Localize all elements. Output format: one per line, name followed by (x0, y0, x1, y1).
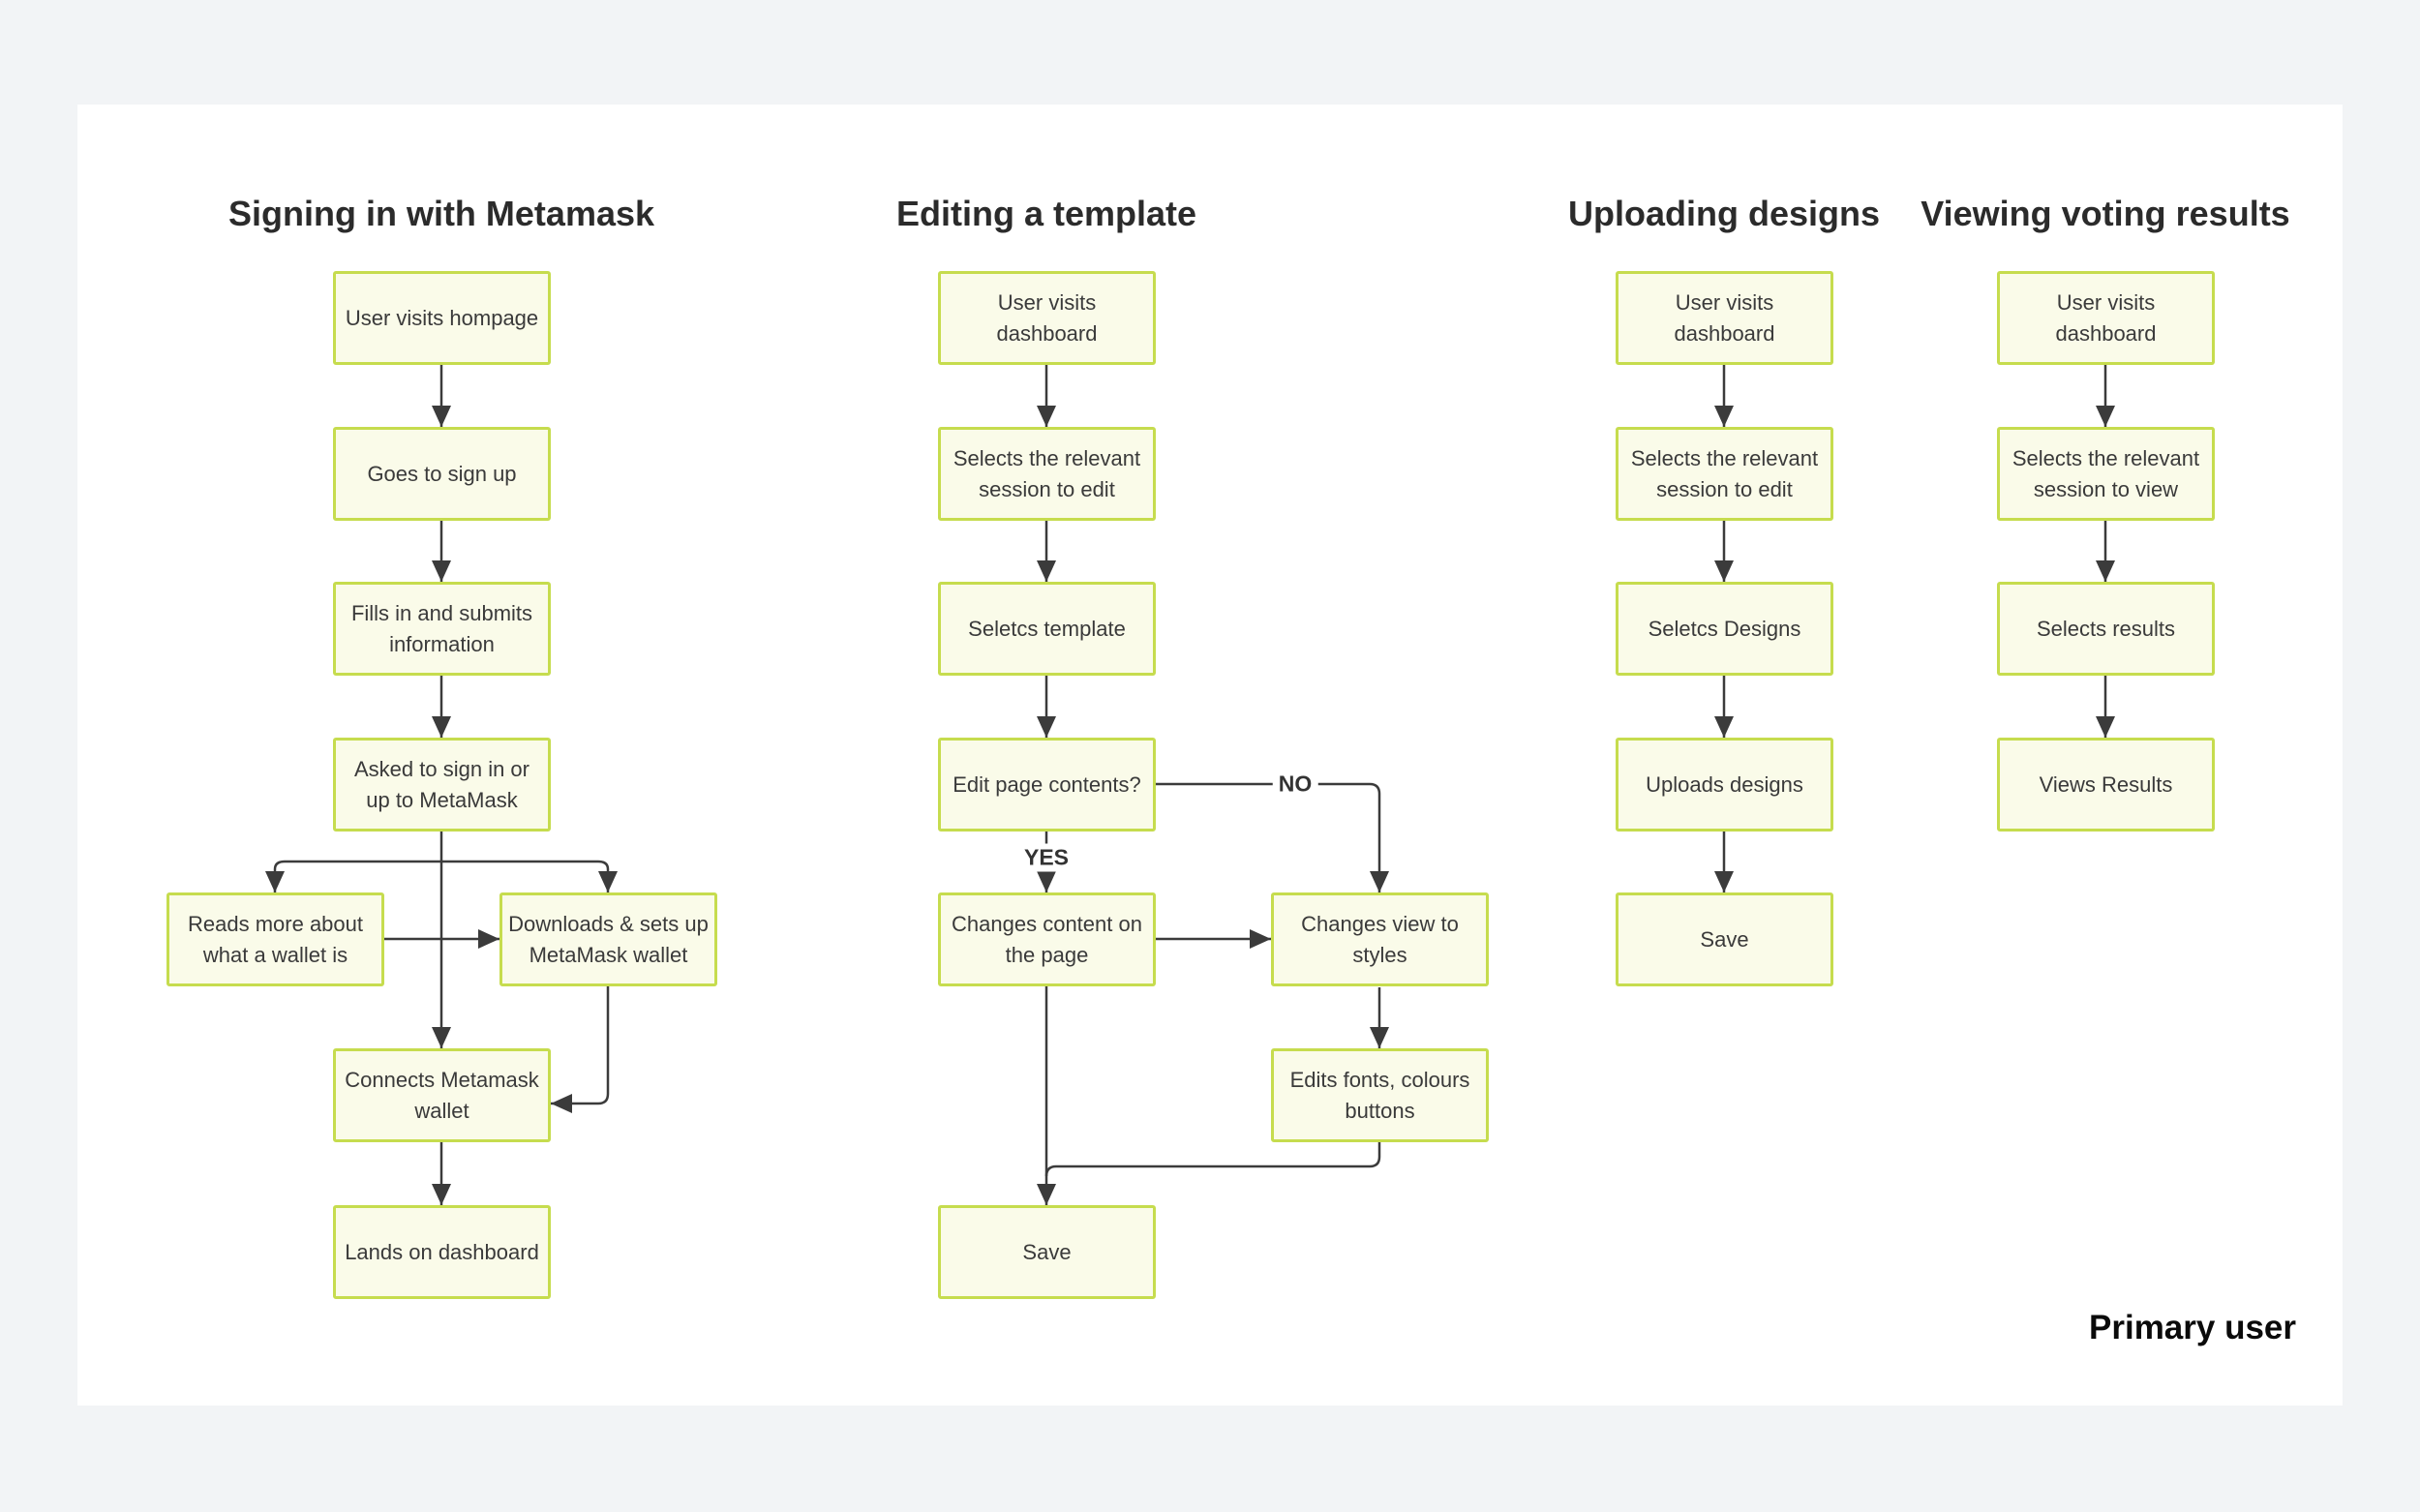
flow-node-edit-save: Save (938, 1205, 1156, 1299)
node-label: Save (1700, 926, 1749, 952)
flow-node-fills-in-submits: Fills in and submits information (333, 582, 551, 676)
flow-node-connects-wallet: Connects Metamask wallet (333, 1048, 551, 1142)
flow-node-uploads-designs: Uploads designs (1616, 738, 1833, 832)
flow-node-edit-visits-dashboard: User visits dashboard (938, 271, 1156, 365)
flow-node-changes-content: Changes content on the page (938, 892, 1156, 986)
connector-downloads-connects (551, 986, 610, 1113)
node-label: Selects the relevant session to edit (953, 445, 1141, 501)
node-label: Fills in and submits information (350, 600, 533, 656)
flow-node-user-visits-hompage: User visits hompage (333, 271, 551, 365)
node-label: Connects Metamask wallet (345, 1067, 539, 1123)
branch-label-no: NO (1272, 770, 1318, 799)
connector-edit-no (1156, 782, 1389, 892)
connector-branch-downloads (441, 860, 618, 892)
node-label: User visits dashboard (2055, 289, 2157, 346)
primary-user-caption: Primary user (2089, 1309, 2297, 1346)
node-label: Reads more about what a wallet is (188, 911, 363, 967)
node-label: Asked to sign in or up to MetaMask (354, 756, 529, 812)
connector-branch-reads (265, 860, 441, 892)
node-label: Selects the relevant session to view (2012, 445, 2200, 501)
node-label: Seletcs template (968, 616, 1126, 641)
flow-title-signing-in: Signing in with Metamask (227, 194, 655, 233)
node-label: User visits dashboard (1674, 289, 1775, 346)
flow-node-asked-to-sign-in: Asked to sign in or up to MetaMask (333, 738, 551, 832)
node-label: Changes content on the page (952, 911, 1142, 967)
branch-label-yes: YES (1017, 843, 1075, 872)
connector-fonts-merge (1044, 1142, 1381, 1177)
node-label: Edits fonts, colours buttons (1289, 1067, 1470, 1123)
flow-node-voting-selects-session: Selects the relevant session to view (1997, 427, 2215, 521)
node-label: Selects results (2036, 616, 2176, 641)
flow-node-edits-fonts-colours: Edits fonts, colours buttons (1271, 1048, 1489, 1142)
flow-node-upload-save: Save (1616, 892, 1833, 986)
flow-node-selects-designs: Seletcs Designs (1616, 582, 1833, 676)
flow-node-reads-more-wallet: Reads more about what a wallet is (166, 892, 384, 986)
flow-node-edit-selects-session: Selects the relevant session to edit (938, 427, 1156, 521)
node-label: Downloads & sets up MetaMask wallet (508, 911, 709, 967)
node-label: Seletcs Designs (1648, 616, 1801, 641)
flow-node-upload-visits-dashboard: User visits dashboard (1616, 271, 1833, 365)
flow-node-changes-view-styles: Changes view to styles (1271, 892, 1489, 986)
flow-node-voting-visits-dashboard: User visits dashboard (1997, 271, 2215, 365)
flow-node-selects-template: Seletcs template (938, 582, 1156, 676)
node-label: Uploads designs (1646, 771, 1803, 797)
node-label: Goes to sign up (367, 461, 517, 486)
flow-node-views-results: Views Results (1997, 738, 2215, 832)
flow-node-downloads-metamask: Downloads & sets up MetaMask wallet (499, 892, 717, 986)
flow-node-upload-selects-session: Selects the relevant session to edit (1616, 427, 1833, 521)
node-label: Save (1022, 1239, 1072, 1264)
flow-node-goes-to-sign-up: Goes to sign up (333, 427, 551, 521)
node-label: User visits hompage (345, 305, 539, 330)
node-label: Views Results (2039, 771, 2173, 797)
node-label: Edit page contents? (953, 771, 1141, 797)
flow-title-viewing-voting: Viewing voting results (1921, 194, 2290, 233)
flow-node-selects-results: Selects results (1997, 582, 2215, 676)
flow-node-lands-on-dashboard: Lands on dashboard (333, 1205, 551, 1299)
flow-node-edit-page-contents: Edit page contents? (938, 738, 1156, 832)
node-label: Lands on dashboard (345, 1239, 539, 1264)
flow-title-editing-template: Editing a template (895, 194, 1197, 233)
node-label: Changes view to styles (1301, 911, 1459, 967)
node-label: Selects the relevant session to edit (1630, 445, 1819, 501)
flow-title-uploading-designs: Uploading designs (1567, 194, 1881, 233)
node-label: User visits dashboard (996, 289, 1098, 346)
